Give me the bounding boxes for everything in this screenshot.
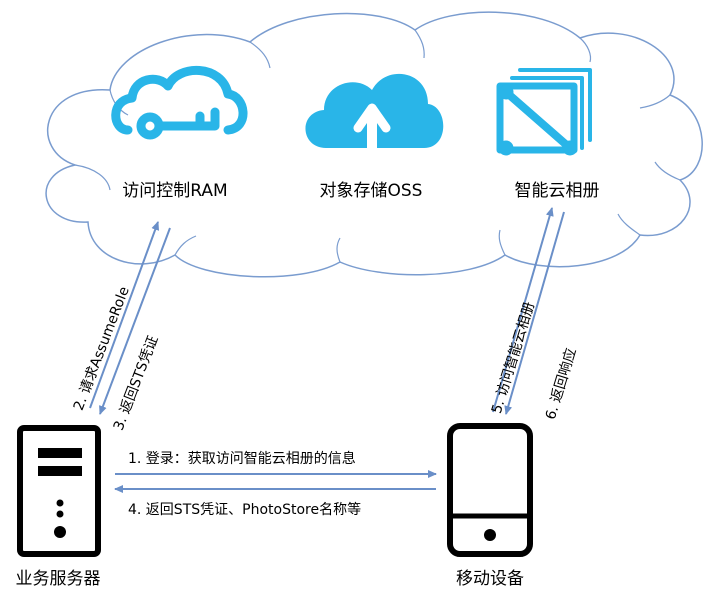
cloud-arc [74,164,111,191]
cloud-arc [174,235,197,256]
cloud-arc [617,213,641,236]
cloud-arc [579,37,592,63]
cloud-upload-icon [305,73,444,165]
album-label: 智能云相册 [514,181,600,201]
cloud-arc [498,229,506,256]
arrow-request-assumerole [89,221,160,409]
cloud-arc [639,94,671,109]
server-label: 业务服务器 [15,569,101,589]
cloud-arc [414,29,425,59]
arrow-return-sts [99,227,171,415]
album-frame-icon [496,68,592,156]
cloud-arc [249,41,271,69]
arrow-return-response [504,211,565,415]
mobile-phone-icon [447,423,533,557]
arrow-access-album [492,207,554,413]
oss-label: 对象存储OSS [319,181,423,201]
server-icon [17,425,101,557]
message-login: 1. 登录：获取访问智能云相册的信息 [128,451,356,467]
cloud-key-icon [111,66,248,140]
ram-label: 访问控制RAM [122,181,228,201]
cloud-arc [336,237,341,263]
message-return-sts-photostore: 4. 返回STS凭证、PhotoStore名称等 [128,502,362,518]
mobile-label: 移动设备 [456,569,524,589]
cloud-arc [654,161,681,181]
